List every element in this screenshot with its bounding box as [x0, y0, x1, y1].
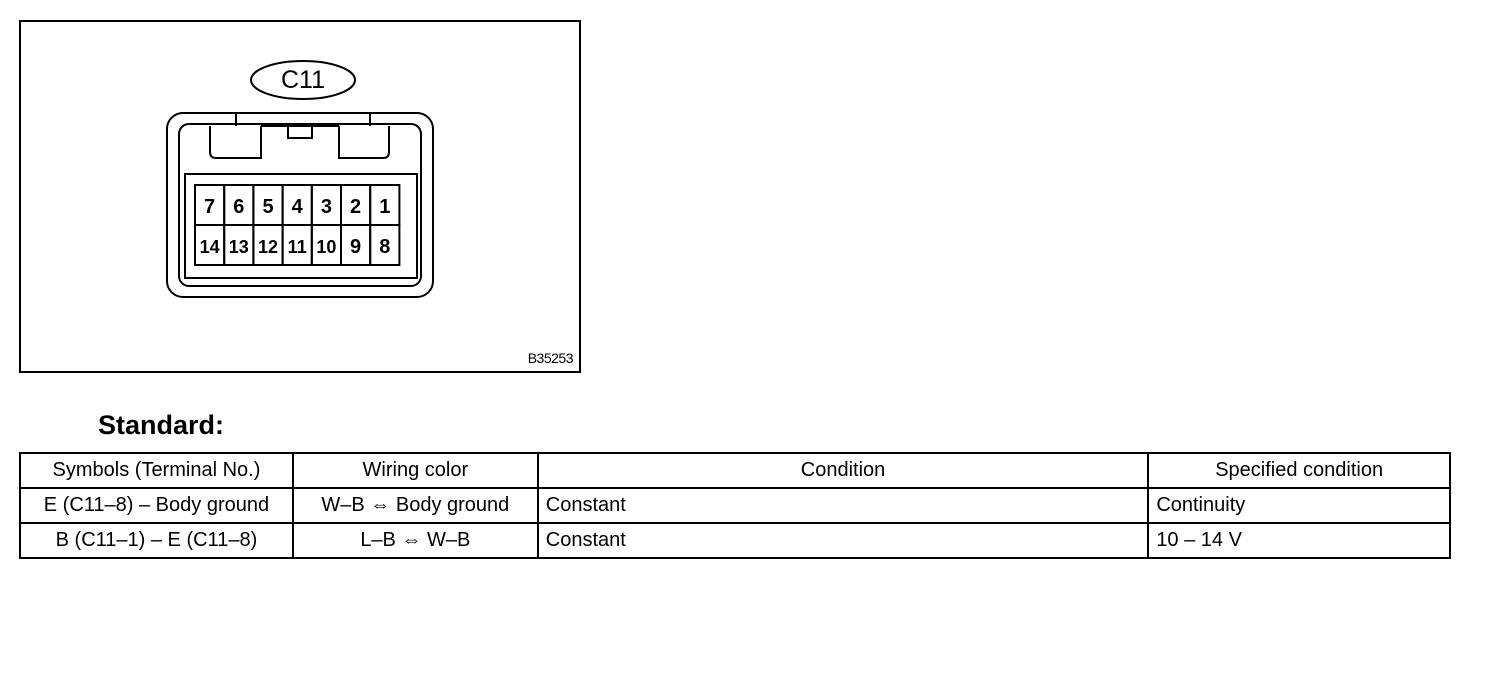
terminal-block-frame — [184, 173, 418, 279]
cell-wiring-color: L–B ⇔ W–B — [291, 522, 539, 559]
cell-symbols: E (C11–8) – Body ground — [19, 487, 294, 524]
terminal-number: 12 — [258, 237, 278, 257]
terminal-number: 11 — [288, 237, 307, 257]
terminal-number: 3 — [321, 196, 332, 218]
column-header-wiring-color: Wiring color — [291, 452, 539, 489]
figure-code: B35253 — [527, 350, 574, 366]
spec-table: Symbols (Terminal No.) Wiring color Cond… — [19, 452, 1451, 559]
table-header-row: Symbols (Terminal No.) Wiring color Cond… — [19, 452, 1451, 489]
column-header-specified-condition: Specified condition — [1147, 452, 1451, 489]
terminal-number: 6 — [233, 196, 244, 218]
column-header-symbols: Symbols (Terminal No.) — [19, 452, 294, 489]
connector-housing — [166, 112, 434, 298]
table-row: B (C11–1) – E (C11–8) L–B ⇔ W–B Constant… — [19, 522, 1451, 559]
cell-symbols: B (C11–1) – E (C11–8) — [19, 522, 294, 559]
connector-label: C11 — [281, 66, 325, 94]
terminal-number: 5 — [262, 196, 273, 218]
standard-heading: Standard: — [98, 410, 225, 440]
terminal-number: 10 — [316, 237, 336, 257]
terminal-number: 14 — [200, 237, 220, 257]
table-row: E (C11–8) – Body ground W–B ⇔ Body groun… — [19, 487, 1451, 524]
terminal-number: 7 — [204, 196, 215, 218]
cell-specified-condition: Continuity — [1147, 487, 1451, 524]
cell-condition: Constant — [536, 522, 1150, 559]
left-lock-tab — [209, 126, 262, 159]
cell-condition: Constant — [536, 487, 1150, 524]
connector-inner-housing — [178, 123, 422, 287]
terminal-cell — [369, 224, 401, 266]
terminal-number: 9 — [350, 236, 361, 258]
terminal-number: 2 — [350, 196, 361, 218]
right-lock-tab — [338, 126, 390, 159]
terminal-number: 4 — [292, 196, 304, 218]
center-key — [287, 125, 313, 139]
cell-wiring-color: W–B ⇔ Body ground — [291, 487, 539, 524]
cell-specified-condition: 10 – 14 V — [1147, 522, 1451, 559]
column-header-condition: Condition — [536, 452, 1150, 489]
terminal-number: 8 — [379, 236, 390, 258]
terminal-number: 13 — [229, 237, 249, 257]
connector-label-ellipse — [250, 60, 356, 100]
terminal-number: 1 — [379, 196, 390, 218]
